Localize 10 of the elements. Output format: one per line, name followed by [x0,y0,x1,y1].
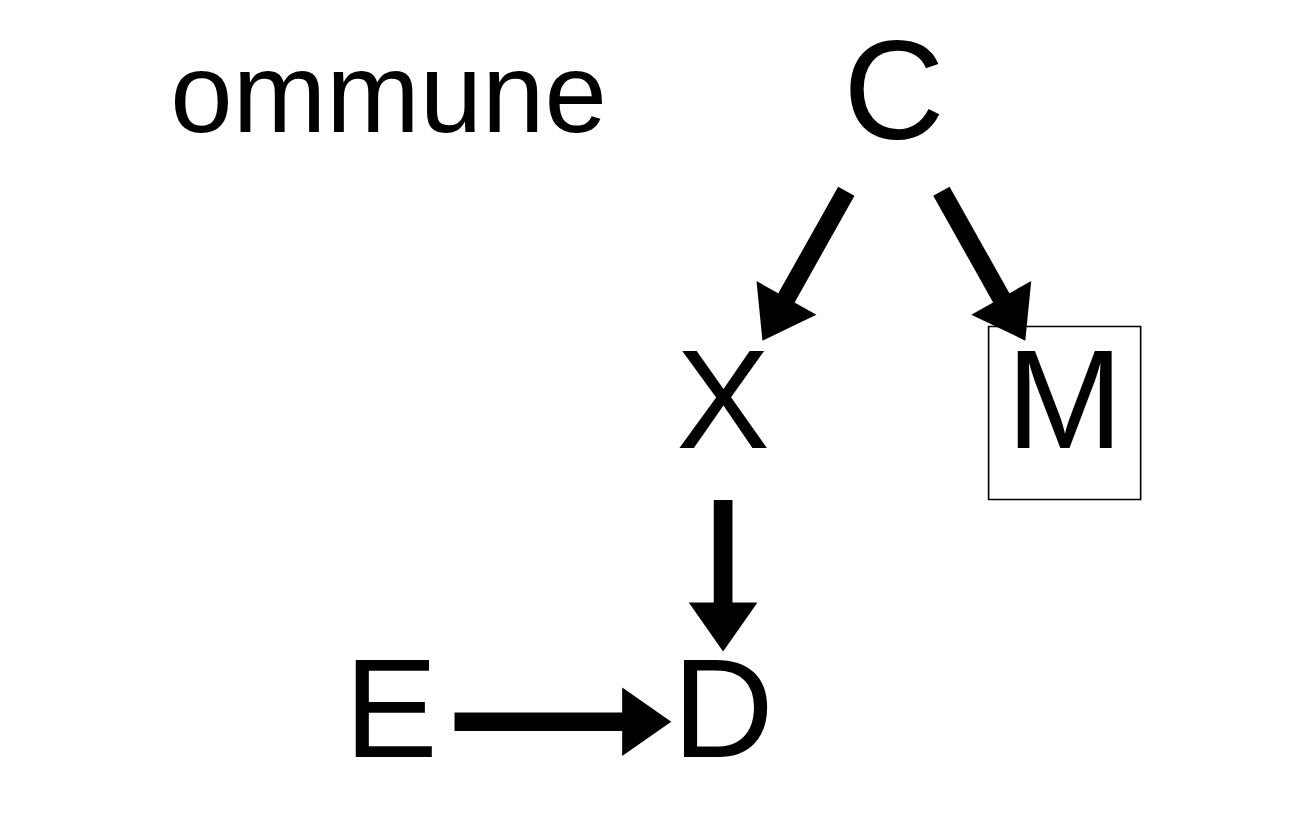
arrow [756,186,854,341]
node-text: E [343,629,438,787]
node-text: C [842,12,945,170]
arrow [454,687,671,757]
node-text: D [671,629,774,787]
node-text: X [675,321,770,479]
arrow [932,186,1031,341]
arrow [688,500,757,652]
node-box: M [987,325,1141,501]
label: ommune [169,30,607,157]
